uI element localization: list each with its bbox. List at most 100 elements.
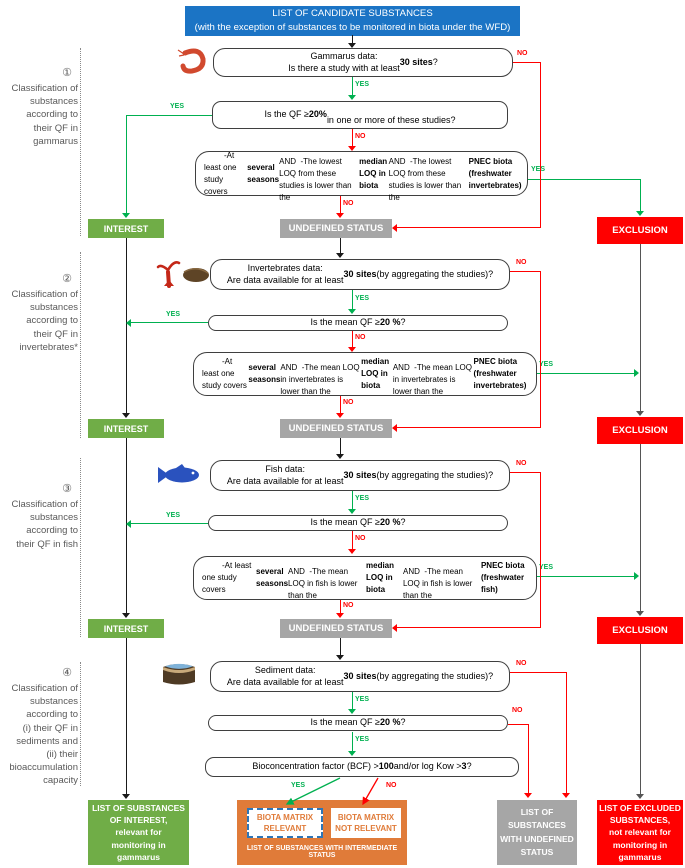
no-line	[397, 227, 541, 229]
s1-gammarus-data-box: Gammarus data:Is there a study with at l…	[213, 48, 513, 77]
no-line	[513, 61, 541, 63]
yes-line	[131, 322, 208, 324]
arrowhead	[336, 213, 344, 218]
section-divider	[80, 48, 81, 236]
arrowhead	[348, 549, 356, 554]
header-line1: LIST OF CANDIDATE SUBSTANCES	[272, 8, 433, 20]
s2-qf-question-box: Is the mean QF ≥ 20 %?	[208, 315, 508, 331]
yes-label: YES	[166, 311, 181, 318]
arrowhead	[348, 309, 356, 314]
intermediate-status-caption: LIST OF SUBSTANCES WITH INTERMEDIATE STA…	[246, 845, 398, 859]
s1-exclusion-badge: EXCLUSION	[597, 217, 683, 244]
yes-line	[639, 178, 641, 213]
no-line	[540, 270, 542, 428]
s3-undefined-status-badge: UNDEFINED STATUS	[280, 619, 392, 638]
yes-line	[126, 114, 212, 116]
arrowhead	[634, 369, 639, 377]
no-label: NO	[517, 50, 528, 57]
arrowhead	[636, 211, 644, 216]
arrowhead	[392, 223, 397, 232]
yes-label: YES	[355, 81, 370, 88]
arrowhead	[348, 43, 356, 48]
arrowhead	[348, 95, 356, 100]
no-label: NO	[516, 660, 527, 667]
yes-label: YES	[291, 782, 306, 789]
s1-criteria-box: -At least one study covers several seaso…	[195, 151, 528, 202]
arrowhead	[336, 413, 344, 418]
no-line	[339, 600, 341, 614]
section-3-number: ③	[62, 483, 72, 495]
s4-sediment-data-box: Sediment data:Are data available for at …	[210, 661, 510, 692]
section-1-number: ①	[62, 67, 72, 79]
yes-line	[537, 575, 635, 577]
header-box: LIST OF CANDIDATE SUBSTANCES (with the e…	[185, 6, 520, 36]
arrowhead	[122, 794, 130, 799]
no-label: NO	[386, 782, 397, 789]
yes-label: YES	[355, 295, 370, 302]
yes-line	[351, 732, 353, 752]
yes-label: YES	[355, 696, 370, 703]
section-4-number: ④	[62, 667, 72, 679]
no-label: NO	[343, 399, 354, 406]
arrowhead	[562, 793, 570, 798]
s1-qf-question-box: Is the QF ≥ 20%in one or more of these s…	[212, 101, 508, 129]
connector-line	[339, 638, 341, 656]
s3-qf-question-box: Is the mean QF ≥ 20 %?	[208, 515, 508, 531]
arrowhead	[348, 347, 356, 352]
no-label: NO	[355, 535, 366, 542]
no-line	[540, 61, 542, 228]
arrowhead	[336, 613, 344, 618]
exclusion-column-line	[639, 644, 641, 795]
connector-line	[339, 238, 341, 254]
yes-label: YES	[539, 361, 554, 368]
no-line	[351, 531, 353, 550]
arrowhead	[348, 709, 356, 714]
arrowhead	[524, 793, 532, 798]
no-label: NO	[512, 707, 523, 714]
section-divider	[80, 458, 81, 637]
arrowhead	[348, 509, 356, 514]
header-line2: (with the exception of substances to be …	[194, 22, 511, 33]
no-line	[397, 627, 541, 629]
yes-line	[351, 491, 353, 510]
no-line	[566, 671, 568, 795]
yes-line	[351, 290, 353, 310]
connector-line	[339, 438, 341, 455]
no-line	[540, 471, 542, 628]
crayfish-mussel-icon	[156, 261, 209, 288]
s3-criteria-box: -At least one study covers several seaso…	[193, 556, 537, 600]
arrowhead	[392, 623, 397, 632]
s3-exclusion-badge: EXCLUSION	[597, 617, 683, 644]
yes-label: YES	[539, 564, 554, 571]
interest-column-line	[125, 638, 127, 795]
yes-line	[351, 77, 353, 96]
shrimp-icon	[177, 48, 206, 74]
yes-label: YES	[170, 103, 185, 110]
s2-undefined-status-badge: UNDEFINED STATUS	[280, 419, 392, 438]
arrowhead	[122, 613, 130, 618]
arrowhead	[392, 423, 397, 432]
s2-invertebrates-data-box: Invertebrates data:Are data available fo…	[210, 259, 510, 290]
s3-fish-data-box: Fish data:Are data available for at leas…	[210, 460, 510, 491]
no-label: NO	[343, 602, 354, 609]
fish-icon	[158, 464, 199, 483]
arrowhead	[636, 411, 644, 416]
no-line	[397, 427, 541, 429]
section-divider	[80, 252, 81, 438]
s2-exclusion-badge: EXCLUSION	[597, 417, 683, 444]
exclusion-column-line	[639, 444, 641, 612]
arrowhead	[122, 413, 130, 418]
s4-qf-question-box: Is the mean QF ≥ 20 %?	[208, 715, 508, 731]
no-line	[510, 270, 540, 272]
no-line	[508, 723, 529, 725]
section-divider	[80, 662, 81, 786]
